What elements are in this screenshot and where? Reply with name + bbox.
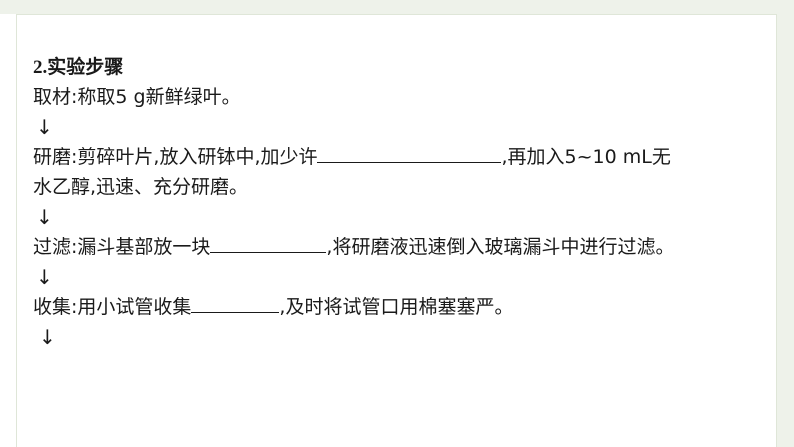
step-grind-continued: 水乙醇,迅速、充分研磨。 xyxy=(33,176,249,198)
down-arrow-icon: ↓ xyxy=(36,265,53,289)
slide-right-border xyxy=(776,14,777,447)
slide-left-border xyxy=(16,14,17,447)
slide-right-frame xyxy=(776,0,794,447)
collect-answer-blank[interactable] xyxy=(191,293,280,313)
collect-text-after: ,及时将试管口用棉塞塞严。 xyxy=(279,296,514,318)
grind-answer-blank[interactable] xyxy=(317,143,502,163)
collect-text-before: 收集:用小试管收集 xyxy=(33,296,192,318)
grind-text-before: 研磨:剪碎叶片,放入研钵中,加少许 xyxy=(33,146,318,168)
section-heading: 2.实验步骤 xyxy=(33,52,773,82)
slide-content: 2.实验步骤 取材:称取5 g新鲜绿叶。 ↓ 研磨:剪碎叶片,放入研钵中,加少许… xyxy=(33,52,773,352)
down-arrow-icon: ↓ xyxy=(39,325,56,349)
grind-text-after: ,再加入5~10 mL无 xyxy=(501,146,671,168)
down-arrow-icon: ↓ xyxy=(36,115,53,139)
step-grind: 研磨:剪碎叶片,放入研钵中,加少许 ,再加入5~10 mL无 xyxy=(33,142,773,172)
slide-top-border xyxy=(16,14,776,15)
step-collect: 收集:用小试管收集 ,及时将试管口用棉塞塞严。 xyxy=(33,292,773,322)
filter-answer-blank[interactable] xyxy=(210,233,327,253)
section-number: 2. xyxy=(33,57,48,78)
step-filter: 过滤:漏斗基部放一块 ,将研磨液迅速倒入玻璃漏斗中进行过滤。 xyxy=(33,232,773,262)
down-arrow-icon: ↓ xyxy=(36,205,53,229)
slide-top-frame xyxy=(0,0,794,14)
filter-text-after: ,将研磨液迅速倒入玻璃漏斗中进行过滤。 xyxy=(326,236,675,258)
section-title: 实验步骤 xyxy=(47,56,124,78)
filter-text-before: 过滤:漏斗基部放一块 xyxy=(33,236,211,258)
step-material: 取材:称取5 g新鲜绿叶。 xyxy=(33,86,241,108)
